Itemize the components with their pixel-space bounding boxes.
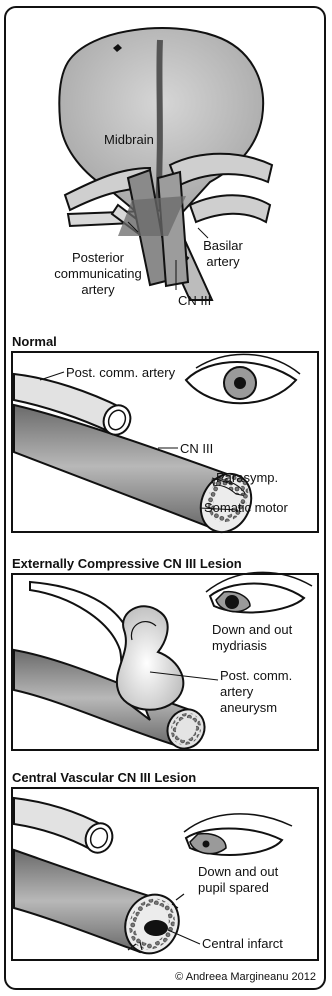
normal-pupil [234,377,246,389]
basilar-label-2: artery [206,254,240,269]
anatomy-cn3-label: CN III [178,293,211,308]
central-infarct [144,920,168,936]
compressive-title: Externally Compressive CN III Lesion [12,556,242,571]
midbrain-label: Midbrain [104,132,154,147]
pca-right [170,154,272,186]
normal-section: Normal Post. comm. artery CN III Parasym… [12,334,318,540]
vascular-pupil [203,841,210,848]
sca-right [190,195,270,222]
pcom-label-1: Posterior [72,250,125,265]
normal-somatic-label: Somatic motor [204,500,288,515]
copyright: © Andreea Margineanu 2012 [175,971,316,983]
basilar-label-1: Basilar [203,238,243,253]
pcom-label-2: communicating [54,266,141,281]
normal-title: Normal [12,334,57,349]
vascular-title: Central Vascular CN III Lesion [12,770,196,785]
normal-pcom-label: Post. comm. artery [66,365,176,380]
anatomy-illustration: Midbrain Basilar artery Posterior commun… [54,28,272,308]
normal-cn3-label: CN III [180,441,213,456]
compressive-section: Externally Compressive CN III Lesion Dow… [12,556,318,755]
aneurysm-label-3: aneurysm [220,700,277,715]
pcom-label-3: artery [81,282,115,297]
normal-parasymp-label: Parasymp. [216,470,278,485]
compressive-sign-1: Down and out [212,622,293,637]
compressive-sign-2: mydriasis [212,638,267,653]
infarct-label: Central infarct [202,936,283,951]
compressive-pupil [225,595,239,609]
vascular-sign-1: Down and out [198,864,279,879]
vascular-sign-2: pupil spared [198,880,269,895]
aneurysm-label-1: Post. comm. [220,668,292,683]
vascular-section: Central Vascular CN III Lesion Down and … [12,770,318,962]
aneurysm-label-2: artery [220,684,254,699]
